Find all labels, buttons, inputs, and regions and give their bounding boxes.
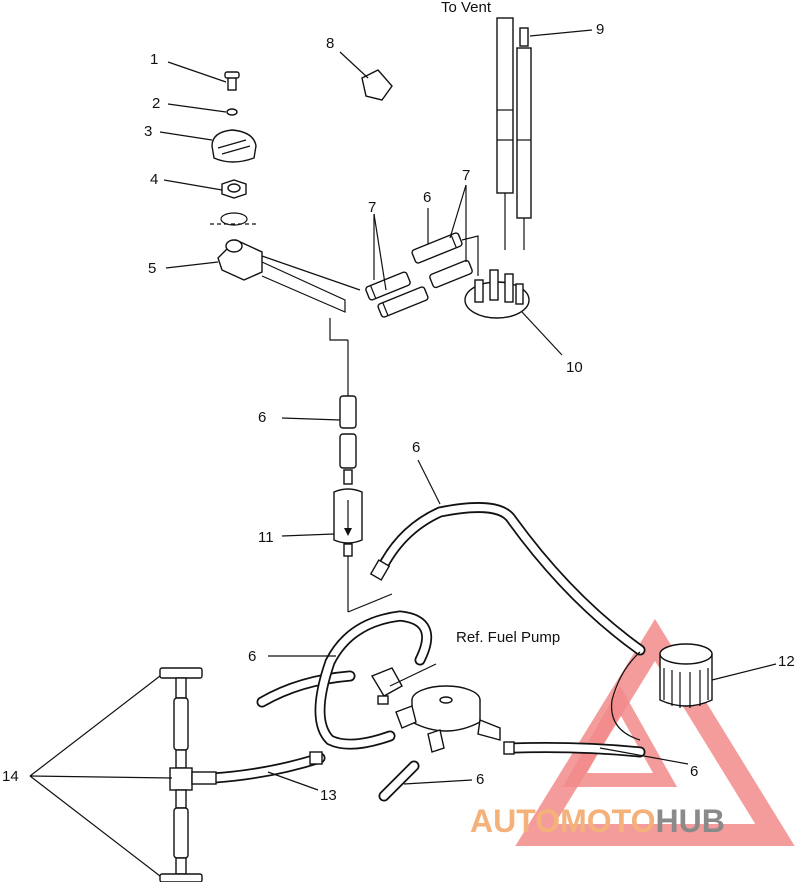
callout-6-right: 6 xyxy=(690,763,698,780)
to-vent-label: To Vent xyxy=(441,0,492,16)
tank-fitting xyxy=(217,239,361,313)
cap-assembly xyxy=(210,71,258,226)
callout-7-left: 7 xyxy=(368,199,376,216)
watermark-part1: AUTOMOTO xyxy=(470,803,655,839)
filter-line xyxy=(333,340,393,613)
clip xyxy=(361,69,393,101)
callout-6-upper: 6 xyxy=(423,189,431,206)
leader-lines xyxy=(29,29,777,877)
callout-13: 13 xyxy=(320,787,337,804)
upper-hoses xyxy=(329,232,479,341)
callout-8: 8 xyxy=(326,35,334,52)
callout-5: 5 xyxy=(148,260,156,277)
callout-6-loop: 6 xyxy=(248,648,256,665)
ref-fuel-pump-label: Ref. Fuel Pump xyxy=(456,629,560,646)
callout-14: 14 xyxy=(2,768,19,785)
oil-reservoir xyxy=(610,643,713,741)
callout-4: 4 xyxy=(150,171,158,188)
callout-2: 2 xyxy=(152,95,160,112)
lower-hoses xyxy=(208,741,646,802)
fuel-pump xyxy=(370,663,501,753)
fuel-sender xyxy=(464,269,530,319)
callout-11: 11 xyxy=(258,529,274,546)
callout-1: 1 xyxy=(150,51,158,68)
primer-tee xyxy=(159,667,217,882)
pump-loop-hose xyxy=(256,610,433,750)
watermark-part2: HUB xyxy=(655,803,724,839)
long-hose xyxy=(369,502,646,656)
vent-tubes xyxy=(496,17,532,250)
callout-3: 3 xyxy=(144,123,152,140)
watermark-logo xyxy=(515,619,795,846)
callout-6-filter: 6 xyxy=(258,409,266,426)
callout-7-right: 7 xyxy=(462,167,470,184)
callout-6-bottom: 6 xyxy=(476,771,484,788)
callout-12: 12 xyxy=(778,653,795,670)
watermark-text: AUTOMOTOHUB xyxy=(470,803,725,839)
callout-9: 9 xyxy=(596,21,604,38)
callout-6-long-hose: 6 xyxy=(412,439,420,456)
callout-10: 10 xyxy=(566,359,583,376)
